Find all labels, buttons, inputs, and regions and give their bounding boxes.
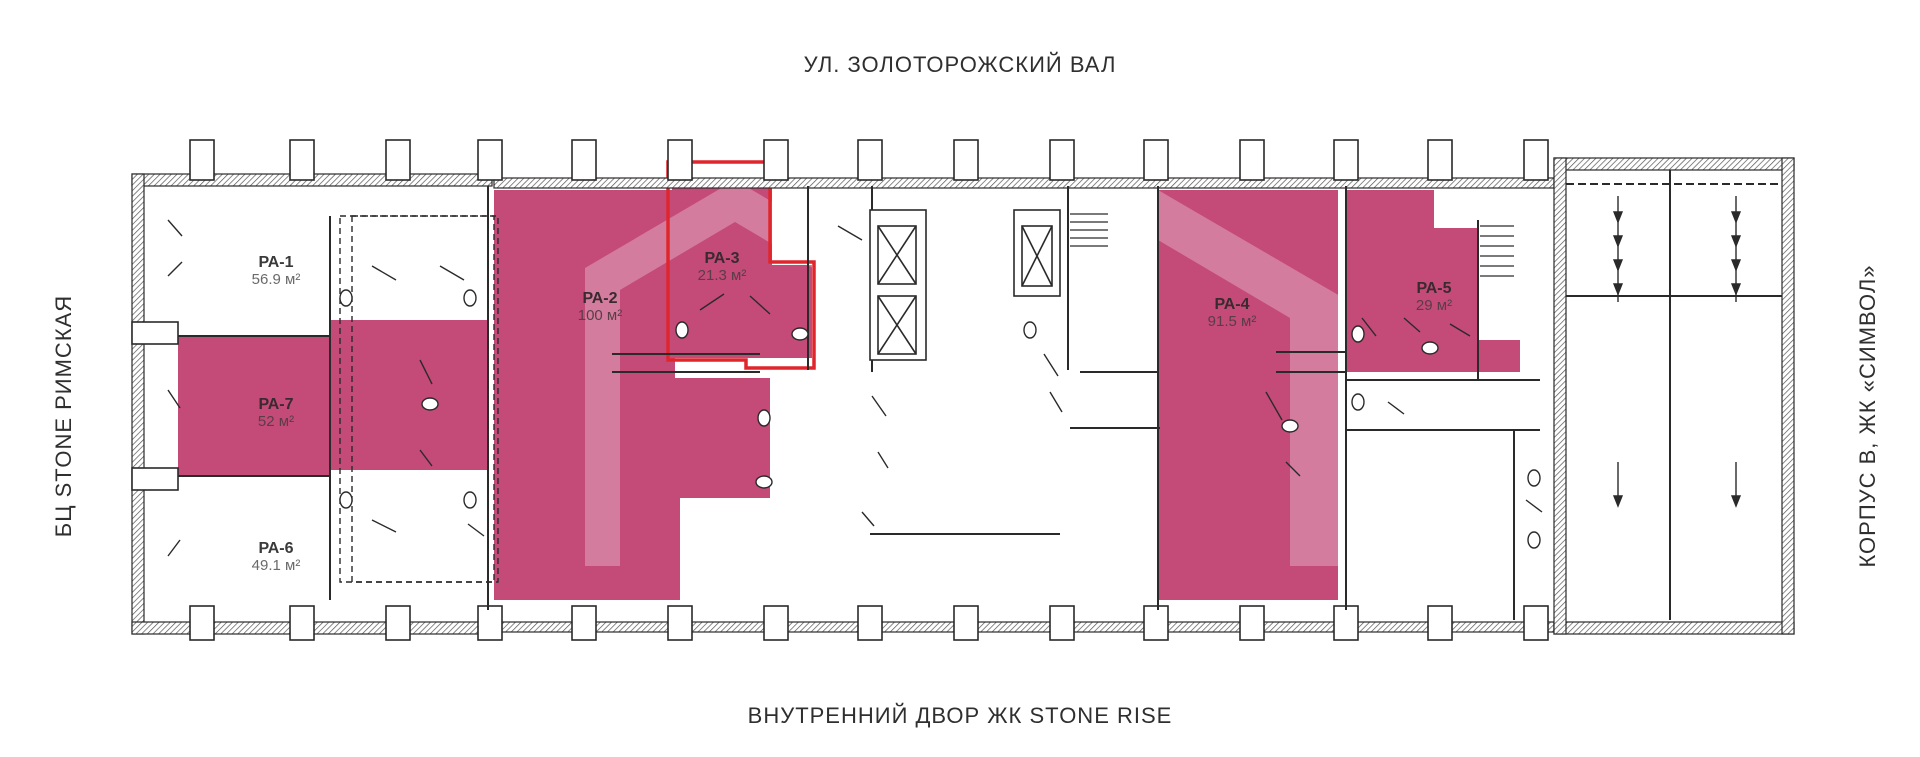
unit-ra-1-label[interactable]: РА-1 56.9 м² [206, 254, 346, 288]
unit-ra-4-shape[interactable] [1158, 190, 1338, 600]
unit-shapes [178, 185, 1520, 600]
unit-ra-5-shape[interactable] [1346, 190, 1520, 372]
unit-ra-6-label[interactable]: РА-6 49.1 м² [206, 540, 346, 574]
unit-area: 91.5 м² [1207, 312, 1257, 330]
interior-walls [178, 170, 1782, 620]
left-wall-notches [131, 321, 179, 491]
unit-code: РА-6 [258, 540, 294, 557]
unit-ra-3-selected-outline[interactable] [666, 160, 816, 370]
unit-area: 49.1 м² [251, 556, 301, 574]
unit-ra-2-shape[interactable] [494, 190, 675, 600]
unit-area: 56.9 м² [251, 270, 301, 288]
toilet-icon [339, 289, 1541, 549]
unit-area: 29 м² [1415, 296, 1453, 314]
unit-code: РА-7 [258, 396, 294, 413]
unit-code: РА-1 [258, 254, 294, 271]
unit-code: РА-3 [704, 250, 740, 267]
unit-ra-4-label[interactable]: РА-4 91.5 м² [1162, 296, 1302, 330]
unit-area: 52 м² [257, 412, 295, 430]
street-label-bottom: ВНУТРЕННИЙ ДВОР ЖК STONE RISE [747, 703, 1173, 728]
unit-code: РА-4 [1214, 296, 1250, 313]
unit-ra-7-label[interactable]: РА-7 52 м² [206, 396, 346, 430]
stairs-icon [1070, 213, 1514, 277]
unit-ra-3-label[interactable]: РА-3 21.3 м² [652, 250, 792, 284]
unit-area: 21.3 м² [697, 266, 747, 284]
arrow-down-icon [1612, 196, 1742, 508]
elevator-icon [869, 209, 1061, 361]
unit-ra-2-lower-shape[interactable] [672, 378, 770, 600]
door-swing-icon [167, 219, 1543, 557]
unit-ra-3-shape[interactable] [672, 185, 812, 358]
watermark-logo [585, 180, 1340, 566]
unit-code: РА-5 [1416, 280, 1452, 297]
window-niches [189, 139, 1549, 641]
street-label-top: УЛ. ЗОЛОТОРОЖСКИЙ ВАЛ [803, 52, 1117, 77]
unit-ra-7-shape[interactable] [178, 320, 488, 476]
unit-area: 100 м² [577, 306, 623, 324]
unit-code: РА-2 [582, 290, 618, 307]
unit-ra-2-label[interactable]: РА-2 100 м² [530, 290, 670, 324]
unit-ra-5-label[interactable]: РА-5 29 м² [1364, 280, 1504, 314]
